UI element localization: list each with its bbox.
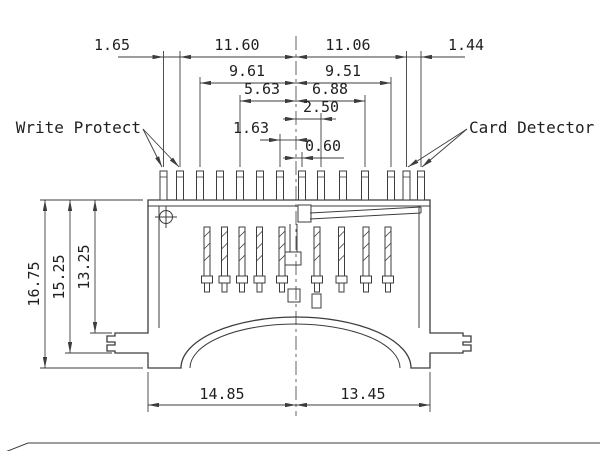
dim-2-50: 2.50 bbox=[303, 98, 339, 116]
dim-left-stack bbox=[42, 200, 98, 368]
dim-9-61: 9.61 bbox=[229, 62, 265, 80]
dim-0-60: 0.60 bbox=[305, 137, 341, 155]
dim-1-63: 1.63 bbox=[233, 119, 269, 137]
write-protect-label: Write Protect bbox=[16, 118, 141, 137]
internal-contacts bbox=[201, 226, 394, 309]
dim-6-88: 6.88 bbox=[312, 80, 348, 98]
alignment-target-icon bbox=[155, 206, 177, 228]
dim-11-06: 11.06 bbox=[325, 36, 370, 54]
dim-13-45: 13.45 bbox=[340, 385, 385, 403]
card-detector-leader bbox=[407, 128, 468, 168]
dim-13-25: 13.25 bbox=[75, 244, 93, 289]
card-detector-lever bbox=[297, 204, 422, 223]
dim-1-44: 1.44 bbox=[448, 36, 484, 54]
dim-9-51: 9.51 bbox=[325, 62, 361, 80]
dim-1-65: 1.65 bbox=[94, 36, 130, 54]
write-protect-leader bbox=[142, 128, 180, 168]
body-outline bbox=[106, 199, 472, 369]
dim-5-63: 5.63 bbox=[244, 80, 280, 98]
arch-inner-edge bbox=[189, 323, 401, 369]
dim-14-85: 14.85 bbox=[199, 385, 244, 403]
extension-lines bbox=[40, 51, 431, 412]
write-protect-switch bbox=[284, 224, 302, 303]
connector-body bbox=[106, 199, 472, 369]
card-detector-label: Card Detector bbox=[469, 118, 595, 137]
connector-pins bbox=[159, 170, 425, 201]
dim-15-25: 15.25 bbox=[50, 254, 68, 299]
sheet-frame-edge bbox=[6, 442, 600, 451]
dim-16-75: 16.75 bbox=[25, 261, 43, 306]
dim-11-60: 11.60 bbox=[214, 36, 259, 54]
